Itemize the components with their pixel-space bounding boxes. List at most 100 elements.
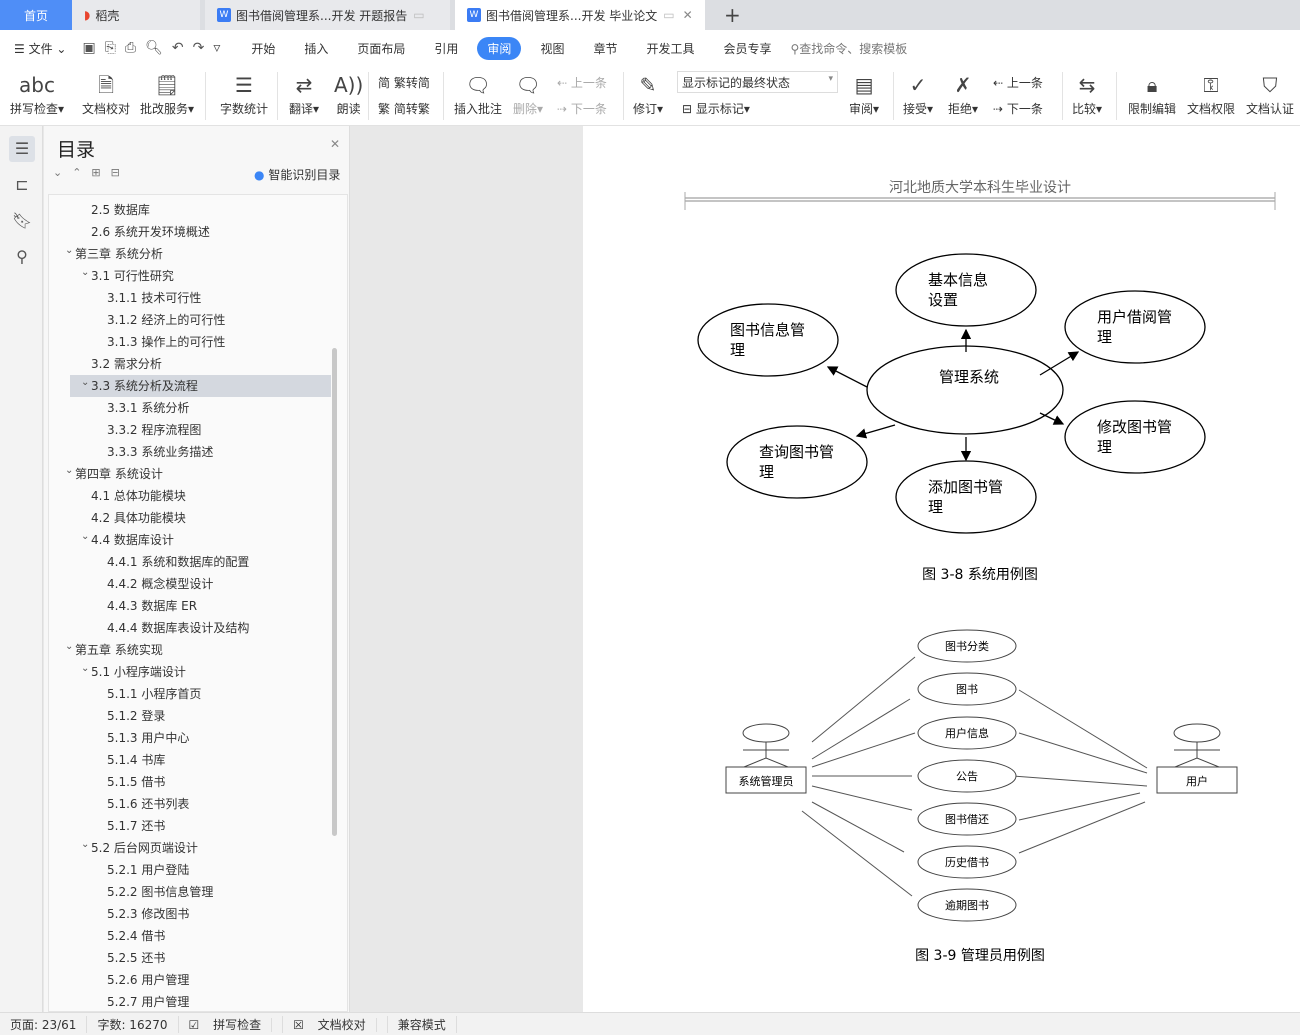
toc-item[interactable]: 5.1.3 用户中心 <box>49 727 331 749</box>
toc-item[interactable]: 4.2 具体功能模块 <box>49 507 331 529</box>
menu-member[interactable]: 会员专享 <box>723 41 772 56</box>
chevron-down-icon[interactable]: ⌄ <box>81 267 90 278</box>
read-aloud-button[interactable]: A))朗读 <box>334 70 363 117</box>
review-service-button[interactable]: 🗒批改服务▾ <box>140 70 194 117</box>
toc-item[interactable]: 3.3.1 系统分析 <box>49 397 331 419</box>
new-tab-button[interactable]: + <box>724 3 741 27</box>
toc-item[interactable]: 4.4.1 系统和数据库的配置 <box>49 551 331 573</box>
menu-start[interactable]: 开始 <box>251 41 276 56</box>
toc-scrollbar[interactable] <box>332 348 337 836</box>
toc-item[interactable]: 4.4.4 数据库表设计及结构 <box>49 617 331 639</box>
restrict-edit-button[interactable]: 🔒︎限制编辑 <box>1128 70 1176 117</box>
word-count-button[interactable]: ☰字数统计 <box>220 70 268 117</box>
toc-item[interactable]: 5.1.1 小程序首页 <box>49 683 331 705</box>
toc-item[interactable]: ⌄5.2 后台网页端设计 <box>49 837 331 859</box>
toc-item[interactable]: ⌄第五章 系统实现 <box>49 639 331 661</box>
proofread-button[interactable]: 🗎文档校对 <box>82 70 130 117</box>
status-spell-check[interactable]: ☑ 拼写检查 <box>179 1015 284 1033</box>
next-comment-button[interactable]: ⇢ 下一条 <box>557 102 607 116</box>
review-pane-button[interactable]: ▤审阅▾ <box>849 70 879 117</box>
toc-item[interactable]: 4.4.2 概念模型设计 <box>49 573 331 595</box>
toc-icon[interactable]: ☰ <box>9 136 35 162</box>
menu-insert[interactable]: 插入 <box>304 41 329 56</box>
menu-section[interactable]: 章节 <box>593 41 618 56</box>
smart-toc-button[interactable]: ● 智能识别目录 <box>254 166 340 183</box>
chevron-down-icon[interactable]: ⌄ <box>65 465 74 476</box>
toc-item[interactable]: 2.6 系统开发环境概述 <box>49 221 331 243</box>
toc-item[interactable]: 5.2.5 还书 <box>49 947 331 969</box>
dropdown-arrow-icon: ▾ <box>828 74 833 84</box>
chevron-down-icon[interactable]: ⌄ <box>81 839 90 850</box>
menu-review[interactable]: 审阅 <box>477 36 522 60</box>
toc-item[interactable]: 5.1.6 还书列表 <box>49 793 331 815</box>
toc-item[interactable]: 5.2.1 用户登陆 <box>49 859 331 881</box>
toc-item[interactable]: ⌄第三章 系统分析 <box>49 243 331 265</box>
doc-permission-button[interactable]: ⚿文档权限 <box>1187 70 1235 117</box>
chevron-down-icon[interactable]: ⌄ <box>81 531 90 542</box>
track-changes-button[interactable]: ✎修订▾ <box>633 70 663 117</box>
toc-item[interactable]: 5.1.2 登录 <box>49 705 331 727</box>
compare-button[interactable]: ⇆比较▾ <box>1072 70 1102 117</box>
trad-to-simp-button[interactable]: 简 繁转简 <box>378 76 430 90</box>
search-icon[interactable]: ⚲ <box>16 247 28 266</box>
chevron-down-icon[interactable]: ⌄ <box>65 245 74 256</box>
chevron-down-icon[interactable]: ⌄ <box>65 641 74 652</box>
delete-comment-button[interactable]: 🗨删除▾ <box>513 70 543 117</box>
next-change-button[interactable]: ⇢ 下一条 <box>993 102 1043 116</box>
bookmark-icon[interactable]: 🔖︎ <box>11 211 33 230</box>
show-markup-button[interactable]: ⊟ 显示标记▾ <box>682 102 750 116</box>
command-search[interactable]: ⚲查找命令、搜索模板 <box>791 40 908 57</box>
close-tab-icon[interactable]: ✕ <box>682 8 693 22</box>
prev-comment-button[interactable]: ⇠ 上一条 <box>557 76 607 90</box>
toc-item[interactable]: 4.1 总体功能模块 <box>49 485 331 507</box>
toc-item[interactable]: 5.1.4 书库 <box>49 749 331 771</box>
tab-docer[interactable]: ◗稻壳 <box>72 0 200 30</box>
status-proofread[interactable]: ☒ 文档校对 <box>283 1015 388 1033</box>
toc-item[interactable]: ⌄3.1 可行性研究 <box>49 265 331 287</box>
toc-level-controls[interactable]: ⌄⌃⊞⊟ <box>53 166 130 179</box>
menu-layout[interactable]: 页面布局 <box>357 41 406 56</box>
toc-item[interactable]: 3.2 需求分析 <box>49 353 331 375</box>
toc-item[interactable]: 5.2.3 修改图书 <box>49 903 331 925</box>
accept-button[interactable]: ✓接受▾ <box>903 70 933 117</box>
toc-item[interactable]: ⌄第四章 系统设计 <box>49 463 331 485</box>
prev-change-button[interactable]: ⇠ 上一条 <box>993 76 1043 90</box>
toc-item[interactable]: 3.3.3 系统业务描述 <box>49 441 331 463</box>
toc-item[interactable]: ⌄4.4 数据库设计 <box>49 529 331 551</box>
toc-item[interactable]: ⌄3.3 系统分析及流程 <box>70 375 331 397</box>
toc-item[interactable]: 5.2.4 借书 <box>49 925 331 947</box>
toc-item[interactable]: 3.3.2 程序流程图 <box>49 419 331 441</box>
reject-button[interactable]: ✗拒绝▾ <box>948 70 978 117</box>
menu-devtools[interactable]: 开发工具 <box>646 41 695 56</box>
toc-item[interactable]: ⌄5.1 小程序端设计 <box>49 661 331 683</box>
page-count[interactable]: 页面: 23/61 <box>0 1015 88 1033</box>
close-icon[interactable]: ✕ <box>330 137 341 151</box>
chevron-down-icon[interactable]: ⌄ <box>81 663 90 674</box>
outline-icon[interactable]: ⊏ <box>15 175 29 194</box>
toc-item[interactable]: 5.2.2 图书信息管理 <box>49 881 331 903</box>
word-count[interactable]: 字数: 16270 <box>87 1015 179 1033</box>
doc-certify-button[interactable]: ⛉文档认证 <box>1246 70 1294 117</box>
tab-home[interactable]: 首页 <box>0 0 72 30</box>
toc-item[interactable]: 3.1.1 技术可行性 <box>49 287 331 309</box>
toc-item[interactable]: 4.4.3 数据库 ER <box>49 595 331 617</box>
chevron-down-icon[interactable]: ⌄ <box>81 377 90 388</box>
toc-item[interactable]: 5.2.6 用户管理 <box>49 969 331 991</box>
insert-comment-button[interactable]: 🗨插入批注 <box>454 70 502 117</box>
toc-item[interactable]: 3.1.2 经济上的可行性 <box>49 309 331 331</box>
file-menu[interactable]: ☰ 文件 ⌄ <box>14 41 67 56</box>
toc-item[interactable]: 5.1.5 借书 <box>49 771 331 793</box>
toc-item[interactable]: 5.1.7 还书 <box>49 815 331 837</box>
toc-item[interactable]: 3.1.3 操作上的可行性 <box>49 331 331 353</box>
menu-view[interactable]: 视图 <box>540 41 565 56</box>
markup-state-select[interactable]: 显示标记的最终状态▾ <box>677 71 838 93</box>
menu-references[interactable]: 引用 <box>434 41 459 56</box>
toc-item[interactable]: 2.5 数据库 <box>49 199 331 221</box>
toc-item[interactable]: 5.2.7 用户管理 <box>49 991 331 1011</box>
simp-to-trad-button[interactable]: 繁 简转繁 <box>378 102 430 116</box>
label: 显示标记 <box>695 102 744 116</box>
translate-button[interactable]: ⇄翻译▾ <box>289 70 319 117</box>
